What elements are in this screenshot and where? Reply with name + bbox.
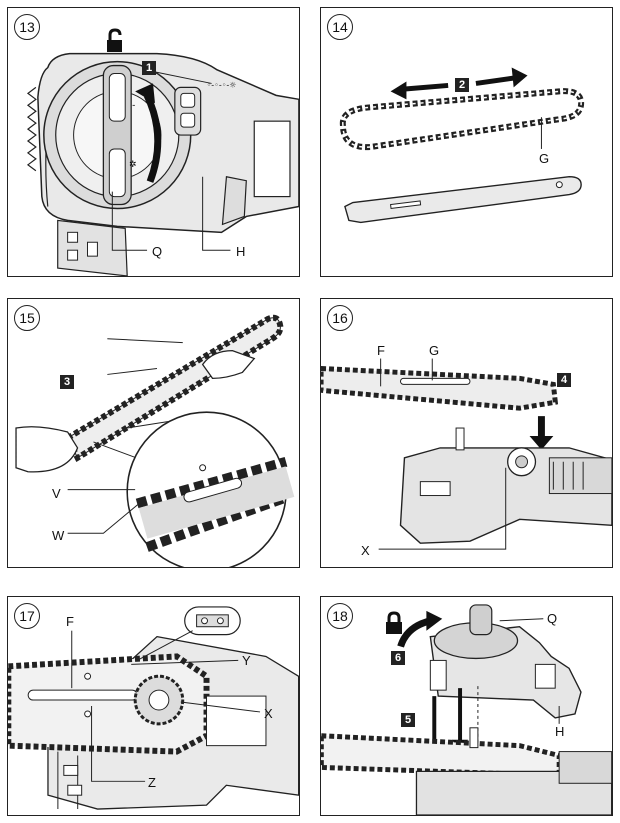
step-badge-3: 3 — [60, 375, 74, 389]
svg-text:-: - — [132, 100, 135, 110]
label-g: G — [539, 151, 550, 166]
step-number-16: 16 — [327, 305, 353, 331]
svg-text:◦-◦-◦-☼: ◦-◦-◦-☼ — [207, 80, 237, 89]
label-f: F — [66, 614, 74, 629]
chain-and-guide-bar-illustration — [339, 67, 585, 224]
locked-padlock-icon — [386, 611, 402, 634]
panel-14: 14 2 G — [320, 7, 613, 277]
svg-text:✲: ✲ — [129, 160, 136, 170]
label-q: Q — [152, 244, 163, 259]
step-number-15: 15 — [14, 305, 40, 331]
step-number-13: 13 — [14, 14, 40, 40]
panel-16: 16 4 F G X — [320, 298, 613, 568]
label-h: H — [555, 724, 565, 739]
label-z: Z — [148, 775, 156, 790]
panel-13: - ✲ ◦-◦-◦-☼ 13 1 Q H — [7, 7, 300, 277]
fit-bar-onto-saw-illustration — [321, 358, 612, 550]
unlocked-padlock-icon — [107, 28, 122, 52]
panel-18: 18 6 5 Q H — [320, 596, 613, 816]
chain-around-sprocket-illustration — [8, 606, 299, 810]
label-g: G — [429, 343, 440, 358]
label-x: X — [264, 706, 273, 721]
step-badge-4: 4 — [557, 373, 571, 387]
step-badge-6: 6 — [391, 651, 405, 665]
panel-15: 15 3 V W — [7, 298, 300, 568]
step-number-17: 17 — [14, 603, 40, 629]
chain-on-bar-detail-illustration — [15, 314, 295, 567]
step-badge-2: 2 — [455, 78, 469, 92]
side-cover-unlock-illustration: - ✲ ◦-◦-◦-☼ — [26, 52, 299, 276]
label-w: W — [52, 528, 65, 543]
step-number-14: 14 — [327, 14, 353, 40]
refit-side-cover-illustration — [321, 604, 612, 815]
label-x: X — [361, 543, 370, 558]
label-v: V — [52, 486, 61, 501]
step-number-18: 18 — [327, 603, 353, 629]
step-badge-5: 5 — [401, 713, 415, 727]
panel-17: 17 F Y X Z — [7, 596, 300, 816]
label-h: H — [236, 244, 246, 259]
label-y: Y — [242, 653, 251, 668]
step-badge-1: 1 — [142, 61, 156, 75]
label-q: Q — [547, 611, 558, 626]
label-f: F — [377, 343, 385, 358]
